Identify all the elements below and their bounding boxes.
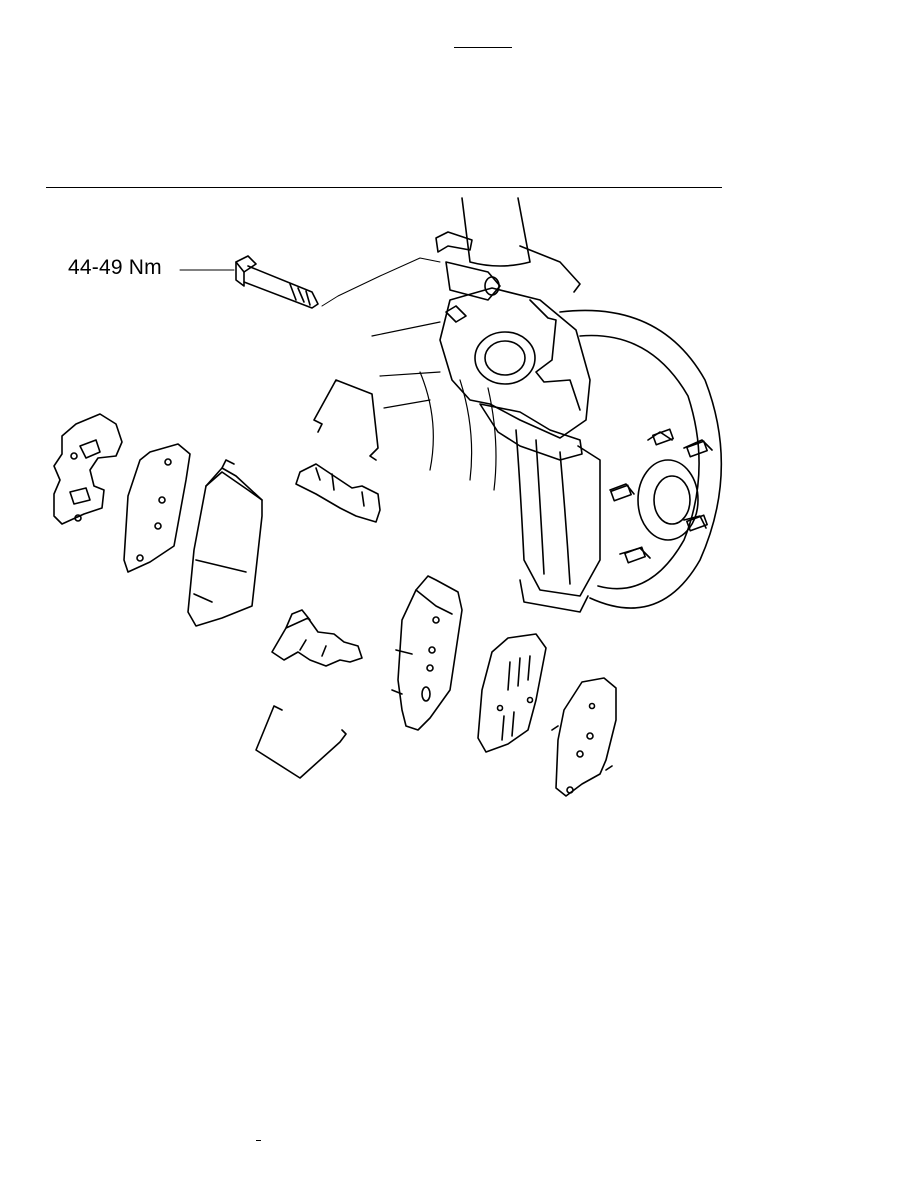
strut [436, 198, 580, 292]
anti-rattle-spring-upper [314, 380, 378, 460]
brake-caliper [440, 262, 600, 612]
pad-shim-outer [552, 678, 616, 796]
footer-mark [256, 1140, 261, 1141]
pad-retaining-clip-upper [296, 464, 380, 522]
torque-callout-label: 44-49 Nm [68, 256, 162, 279]
pad-shim-left [54, 414, 122, 524]
drive-shaft [372, 322, 496, 490]
brake-pad-inner [188, 460, 262, 626]
pad-retaining-clip-lower [272, 610, 362, 666]
brake-pad-outer [392, 576, 462, 730]
bolt-assembly-line [322, 258, 440, 306]
pad-shim-slotted [478, 634, 546, 752]
brake-rotor [560, 310, 721, 608]
header-underline [454, 47, 512, 48]
pad-backing-shim [124, 444, 190, 572]
header-rule [46, 187, 722, 188]
caliper-bolt [236, 256, 318, 308]
anti-rattle-spring-lower [256, 706, 346, 778]
